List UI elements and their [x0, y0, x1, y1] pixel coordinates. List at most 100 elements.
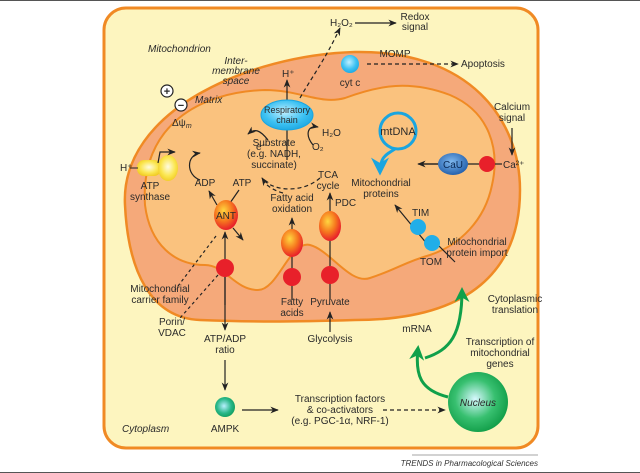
atp-synthase-stalk: [137, 160, 161, 176]
h-plus-top-label: H⁺: [282, 69, 295, 80]
tom-label: TOM: [420, 257, 442, 268]
ant-transporter: [214, 200, 238, 230]
atp-synthase-label-2: synthase: [130, 192, 170, 203]
calcium-signal-label-1: Calcium: [494, 102, 530, 113]
cau-channel: [438, 153, 468, 175]
tf-label-1: Transcription factors: [295, 394, 385, 405]
substrate-label-1: Substrate: [253, 138, 296, 149]
fao-label-1: Fatty acid: [270, 193, 313, 204]
mito-proteins-label-1: Mitochondrial: [351, 178, 410, 189]
fatty-acid-transporter-inner: [281, 229, 303, 257]
ampk-label: AMPK: [211, 424, 240, 435]
fatty-acids-label-1: Fatty: [281, 297, 303, 308]
intermembrane-label-2: membrane: [212, 66, 260, 77]
tf-label-3: (e.g. PGC-1α, NRF-1): [291, 416, 388, 427]
tom-complex: [424, 235, 440, 251]
mitochondrion-label: Mitochondrion: [148, 44, 211, 55]
fao-to-substrate-arrow: [261, 177, 284, 194]
e-minus-label: e⁻: [256, 142, 267, 153]
ampk: [215, 397, 235, 417]
apoptosis-label: Apoptosis: [461, 59, 505, 70]
tim-complex: [410, 219, 426, 235]
pyruvate-carrier-outer: [321, 266, 339, 284]
svg-text:−: −: [178, 100, 184, 112]
adp-label: ADP: [195, 178, 216, 189]
cytoplasmic-translation-arrow: [424, 287, 470, 360]
credit-label: TRENDS in Pharmacological Sciences: [401, 459, 538, 468]
respiratory-chain-label-1: Respiratory: [264, 105, 311, 115]
minus-icon: −: [174, 98, 188, 112]
calcium-transporter: [479, 156, 495, 172]
ca2-label: Ca²⁺: [503, 160, 524, 171]
redox-signal-label-2: signal: [402, 22, 428, 33]
protein-import-label-2: protein import: [446, 248, 507, 259]
cau-label: CaU: [443, 160, 463, 171]
cyt-c-label: cyt c: [340, 78, 361, 89]
h-plus-flow-arrow: [157, 148, 176, 164]
tim-label: TIM: [412, 208, 429, 219]
respiratory-chain: [260, 99, 314, 131]
atp-line: [229, 189, 240, 204]
top-rule: [0, 0, 640, 1]
atp-synthase-label-1: ATP: [141, 181, 160, 192]
atp-label: ATP: [233, 178, 252, 189]
substrate-label-3: succinate): [251, 160, 297, 171]
oxygen-arrow: [307, 122, 319, 146]
momp-label: MOMP: [379, 49, 410, 60]
mtdna-label: mtDNA: [380, 126, 416, 138]
transcription-genes-label-2: mitochondrial: [470, 348, 529, 359]
electron-arrow: [247, 126, 269, 141]
mtdna-circle: [378, 111, 418, 151]
redox-signal-label-1: Redox: [401, 12, 430, 23]
nucleus-label: Nucleus: [460, 398, 496, 409]
mrna-label: mRNA: [402, 324, 432, 335]
porin-label-2: VDAC: [158, 328, 186, 339]
carrier-family-label-2: carrier family: [131, 295, 188, 306]
fatty-acid-transporter-outer: [283, 268, 301, 286]
fao-label-2: oxidation: [272, 204, 312, 215]
matrix: [143, 84, 496, 292]
tf-label-2: & co-activators: [307, 405, 373, 416]
intermembrane-label-1: Inter-: [224, 56, 248, 67]
cytoplasm-label: Cytoplasm: [122, 424, 169, 435]
tca-label-2: cycle: [317, 181, 340, 192]
atp-synthesis-arrow: [188, 150, 201, 181]
respiratory-chain-label-2: chain: [276, 115, 298, 125]
h2o-label: H₂O: [322, 128, 341, 139]
pyruvate-label: Pyruvate: [310, 297, 350, 308]
h2o2-label: H₂O₂: [330, 18, 353, 29]
porin-label-1: Porin/: [159, 317, 185, 328]
protein-import-label-1: Mitochondrial: [447, 237, 506, 248]
calcium-signal-label-2: signal: [499, 113, 525, 124]
pdc-label: PDC: [335, 198, 356, 209]
svg-text:+: +: [164, 86, 170, 98]
fatty-acids-label-2: acids: [280, 308, 303, 319]
matrix-label: Matrix: [195, 95, 223, 106]
substrate-label-2: (e.g. NADH,: [247, 149, 301, 160]
ant-label: ANT: [216, 211, 236, 222]
ros-arrow: [299, 27, 341, 99]
glycolysis-label: Glycolysis: [307, 334, 352, 345]
tca-label-1: TCA: [318, 170, 338, 181]
transcription-genes-label-1: Transcription of: [466, 337, 535, 348]
atp-export-arrow: [232, 227, 244, 241]
adp-arrow: [208, 190, 218, 206]
intermembrane-label-3: space: [223, 76, 250, 87]
tca-to-substrate-arrow: [261, 177, 321, 190]
porin-vdac: [216, 259, 234, 277]
transcription-genes-label-3: genes: [486, 359, 513, 370]
nucleus: [448, 372, 508, 432]
o2-label: O₂: [312, 142, 324, 153]
cytoplasmic-translation-label-1: Cytoplasmic: [488, 294, 542, 305]
cytoplasmic-translation-label-2: translation: [492, 305, 538, 316]
atp-adp-ratio-label-1: ATP/ADP: [204, 334, 246, 345]
delta-psi-label: Δψm: [172, 118, 192, 130]
atp-synthase: [158, 155, 178, 181]
transcription-arrow: [409, 345, 449, 399]
cyt-c: [341, 55, 359, 73]
atp-adp-ratio-label-2: ratio: [215, 345, 235, 356]
pyruvate-carrier-inner: [319, 211, 341, 241]
plus-icon: +: [160, 84, 174, 98]
carrier-family-pointer: [174, 235, 217, 291]
